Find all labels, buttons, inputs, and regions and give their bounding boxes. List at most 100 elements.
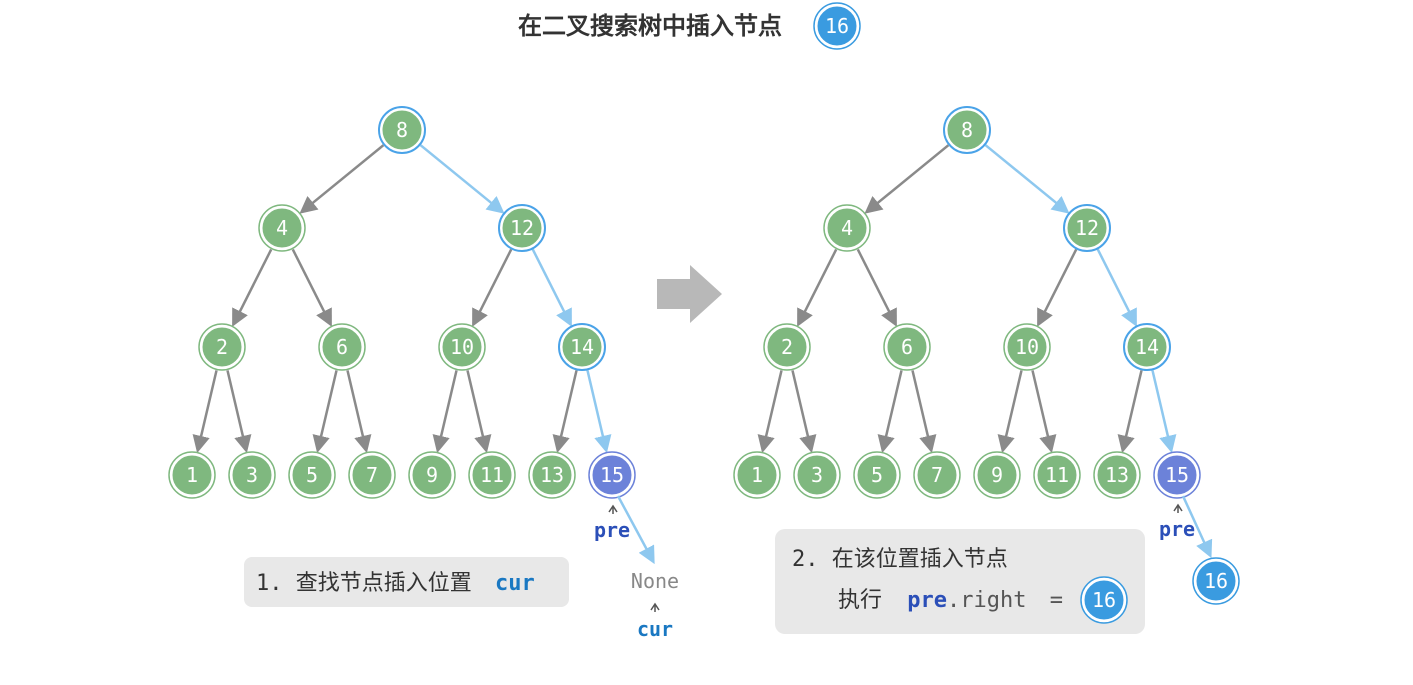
left-tree-node-10: 10 — [438, 323, 486, 371]
left-tree-node-label: 11 — [480, 463, 504, 487]
right-tree-node-6: 6 — [883, 323, 931, 371]
left-caption-box — [244, 557, 569, 607]
right-tree-node-4: 4 — [823, 204, 871, 252]
right-tree-node-13: 13 — [1093, 451, 1141, 499]
left-path-edge-to-none — [616, 495, 655, 565]
right-tree-node-label: 6 — [901, 335, 913, 359]
right-tree-edge-10-11 — [1031, 370, 1057, 454]
right-tree-node-label: 13 — [1105, 463, 1129, 487]
left-tree-node-1: 1 — [168, 451, 216, 499]
right-tree-node-label: 7 — [931, 463, 943, 487]
right-tree-edge-2-3 — [791, 370, 817, 454]
left-tree-node-label: 2 — [216, 335, 228, 359]
left-tree-node-4: 4 — [258, 204, 306, 252]
right-tree-node-2: 2 — [763, 323, 811, 371]
left-tree-node-label: 8 — [396, 118, 408, 142]
right-step-caption: 2. 在该位置插入节点 — [792, 547, 1008, 572]
right-tree-node-10: 10 — [1003, 323, 1051, 371]
right-tree-edge-4-2 — [797, 248, 838, 327]
left-tree-edge-14-13 — [552, 370, 578, 454]
right-exec-value-label: 16 — [1092, 588, 1116, 612]
right-tree-node-8: 8 — [943, 106, 991, 154]
right-tree-node-label: 1 — [751, 463, 763, 487]
right-tree-node-11: 11 — [1033, 451, 1081, 499]
left-tree-node-14: 14 — [558, 323, 606, 371]
right-tree-edge-8-4 — [864, 144, 950, 214]
right-tree-edge-6-7 — [911, 370, 937, 454]
left-tree-edge-12-14 — [531, 248, 572, 327]
right-exec-line: 执行 pre.right = — [838, 588, 1063, 613]
left-tree-node-8: 8 — [378, 106, 426, 154]
left-tree-node-15: 15 — [588, 451, 636, 499]
left-tree-node-label: 14 — [570, 335, 594, 359]
transition-arrow — [657, 265, 722, 323]
left-cur-label: cur — [637, 617, 673, 641]
right-tree-node-label: 15 — [1165, 463, 1189, 487]
right-tree-edge-8-12 — [984, 144, 1070, 214]
right-tree-node-label: 9 — [991, 463, 1003, 487]
left-tree-node-label: 5 — [306, 463, 318, 487]
left-step-caption: 1. 查找节点插入位置 cur — [256, 571, 535, 596]
right-tree-node-1: 1 — [733, 451, 781, 499]
right-tree-edge-12-14 — [1096, 248, 1137, 327]
left-tree-edge-8-4 — [299, 144, 385, 214]
right-tree-node-12: 12 — [1063, 204, 1111, 252]
new-node-label: 16 — [1204, 569, 1228, 593]
right-tree-node-label: 10 — [1015, 335, 1039, 359]
left-tree-node-12: 12 — [498, 204, 546, 252]
left-tree-node-3: 3 — [228, 451, 276, 499]
left-tree-node-11: 11 — [468, 451, 516, 499]
right-tree-node-label: 11 — [1045, 463, 1069, 487]
right-tree-node-label: 8 — [961, 118, 973, 142]
right-tree-edge-14-13 — [1117, 370, 1143, 454]
right-exec-value-node: 16 — [1080, 576, 1128, 624]
right-tree-edge-10-9 — [997, 370, 1023, 454]
left-tree-node-label: 4 — [276, 216, 288, 240]
left-tree-edge-6-5 — [312, 370, 338, 454]
right-tree-node-3: 3 — [793, 451, 841, 499]
right-tree-node-9: 9 — [973, 451, 1021, 499]
right-tree-edge-6-5 — [877, 370, 903, 454]
left-tree-node-13: 13 — [528, 451, 576, 499]
right-tree-node-7: 7 — [913, 451, 961, 499]
left-tree-edge-6-7 — [346, 370, 372, 454]
left-tree-node-2: 2 — [198, 323, 246, 371]
left-tree-edge-14-15 — [586, 370, 612, 454]
left-tree-edge-4-6 — [291, 248, 332, 327]
right-tree-node-label: 4 — [841, 216, 853, 240]
left-tree-node-label: 9 — [426, 463, 438, 487]
title-insert-node: 16 — [813, 2, 861, 50]
right-tree-node-label: 5 — [871, 463, 883, 487]
left-pre-label: pre — [594, 518, 630, 542]
left-tree-node-label: 12 — [510, 216, 534, 240]
left-cur-pointer: cur — [637, 602, 673, 641]
right-tree-node-5: 5 — [853, 451, 901, 499]
left-tree-node-label: 7 — [366, 463, 378, 487]
right-pre-label: pre — [1159, 517, 1195, 541]
title-insert-node-label: 16 — [825, 14, 849, 38]
right-tree-node-14: 14 — [1123, 323, 1171, 371]
left-tree-edge-2-1 — [192, 370, 218, 454]
right-caption-box — [775, 529, 1145, 634]
left-tree-node-label: 3 — [246, 463, 258, 487]
left-tree-edge-4-2 — [232, 248, 273, 327]
right-tree-node-label: 12 — [1075, 216, 1099, 240]
new-node-16: 16 — [1192, 557, 1240, 605]
left-tree-edge-8-12 — [419, 144, 505, 214]
right-tree-edge-4-6 — [856, 248, 897, 327]
right-tree-node-label: 2 — [781, 335, 793, 359]
right-new-edge — [1181, 495, 1213, 559]
left-tree-node-label: 1 — [186, 463, 198, 487]
right-tree-node-15: 15 — [1153, 451, 1201, 499]
right-tree-edge-12-10 — [1037, 248, 1078, 327]
diagram-title: 在二叉搜索树中插入节点 — [518, 12, 782, 40]
right-tree-node-label: 3 — [811, 463, 823, 487]
left-pre-pointer: pre — [594, 504, 630, 542]
right-tree-node-label: 14 — [1135, 335, 1159, 359]
left-tree-node-label: 13 — [540, 463, 564, 487]
left-tree-edge-10-11 — [466, 370, 492, 454]
